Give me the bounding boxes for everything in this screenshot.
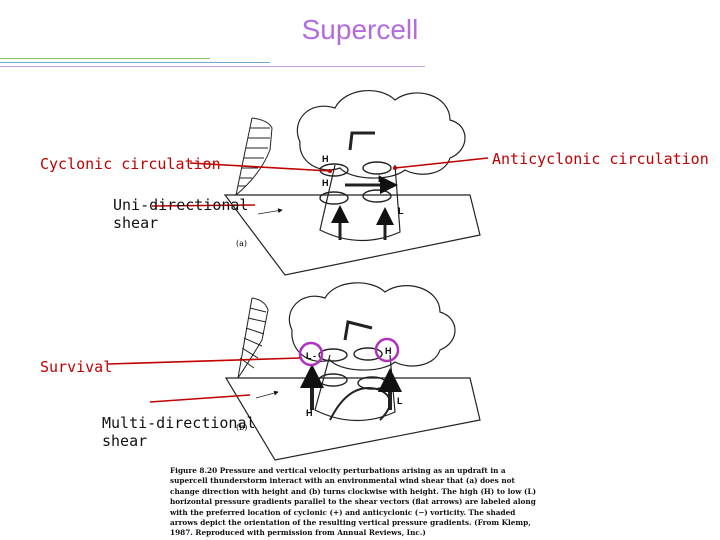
marker-a-h-mid: H [322, 178, 329, 188]
leader-lines [107, 157, 489, 403]
cloud-a [296, 89, 466, 179]
leader-survival [107, 357, 301, 365]
marker-b-minus-left: - [313, 351, 316, 361]
marker-b-h-low: H [306, 408, 313, 418]
rotor-a-3 [319, 191, 349, 205]
label-unidirectional-line1: Uni-directional [113, 196, 249, 214]
highlight-circle-right [374, 337, 400, 363]
title-rule-2 [0, 62, 270, 63]
label-cyclonic-circulation: Cyclonic circulation [40, 155, 221, 173]
marker-a-l-top: L [378, 174, 384, 184]
rotor-b-1 [318, 348, 348, 362]
panel-a: H L H L (a) [223, 89, 481, 276]
label-multidirectional-line1: Multi-directional [102, 414, 256, 432]
updraft-column-b [314, 354, 396, 422]
marker-a-h-top: H [322, 154, 329, 164]
marker-a-l-mid: L [398, 206, 404, 216]
marker-b-l-low: L [397, 396, 403, 406]
caption-text: Pressure and vertical velocity perturbat… [170, 466, 537, 538]
rotor-a-2 [362, 161, 392, 175]
rotor-a-4 [362, 189, 392, 203]
label-unidirectional-shear: Uni-directional shear [113, 196, 248, 232]
panel-b: L - H H L (b) [224, 282, 481, 461]
ground-vector-a [257, 208, 283, 215]
marker-b-l-left: L [306, 351, 312, 361]
ground-vector-b [255, 390, 279, 399]
highlight-circle-left [298, 341, 324, 367]
shear-arrow-b-curve [329, 387, 391, 421]
slide-title: Supercell [301, 14, 419, 45]
leader-dot-anticyclonic [393, 166, 397, 170]
panel-a-tag: (a) [236, 239, 247, 248]
shear-arrow-a-top [348, 131, 375, 151]
leader-multidirectional [149, 394, 251, 403]
wind-profile-a [235, 117, 273, 196]
leader-unidirectional [151, 204, 256, 207]
ground-plane-a [223, 194, 481, 276]
leader-dot-cyclonic [328, 169, 332, 173]
caption-label: Figure 8.20 [170, 466, 218, 475]
title-rule-3 [0, 66, 425, 67]
rotor-b-2 [353, 347, 383, 361]
panel-b-tag: (b) [236, 423, 247, 432]
label-multidirectional-shear: Multi-directional shear [102, 414, 256, 450]
label-survival: Survival [40, 358, 113, 376]
cloud-b [288, 282, 456, 371]
leader-cyclonic [189, 162, 331, 172]
label-unidirectional-line2: shear [113, 214, 159, 232]
title-rule-1 [0, 58, 210, 59]
label-anticyclonic-circulation: Anticyclonic circulation [492, 150, 709, 168]
wind-profile-b [237, 297, 269, 379]
marker-b-h-right: H [385, 346, 392, 356]
ground-plane-b [224, 377, 481, 461]
label-multidirectional-line2: shear [102, 432, 148, 450]
leader-anticyclonic [394, 157, 489, 169]
figure-caption: Figure 8.20 Pressure and vertical veloci… [170, 466, 542, 539]
shear-arrow-b-top [343, 320, 373, 341]
updraft-column-a [319, 164, 401, 242]
